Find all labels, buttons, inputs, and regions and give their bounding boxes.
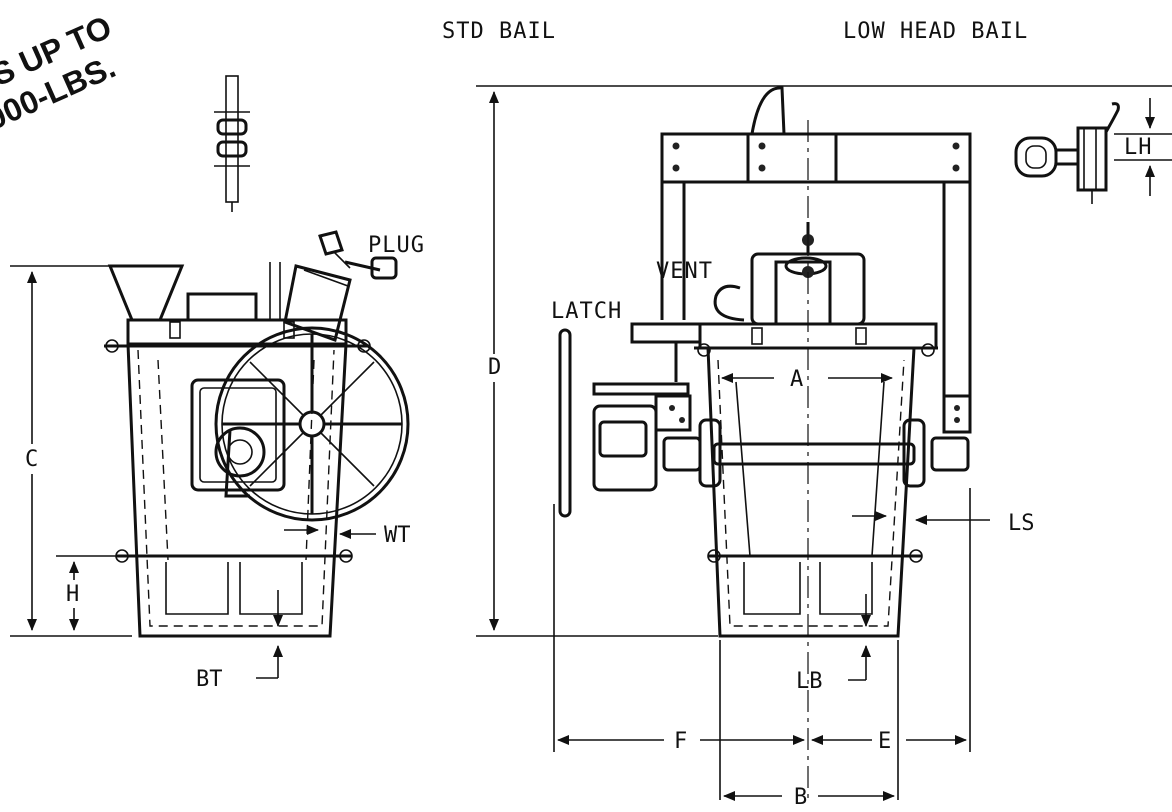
dimension-lh: LH [1114,98,1172,196]
dimension-ls: LS [852,511,1035,536]
dim-lh-label: LH [1124,135,1153,160]
dim-h-label: H [66,582,79,607]
plug-nut [318,230,344,256]
ladle-front-view [558,86,972,638]
handwheel-edge [558,328,572,518]
latch-label: LATCH [551,299,622,324]
dimension-lb: LB [796,594,871,694]
dimension-h: H [56,555,116,631]
vent-label: VENT [656,259,713,284]
dim-f-label: F [674,729,687,754]
dim-lb-label: LB [796,669,823,694]
pouring-spout [107,264,185,322]
dim-a-label: A [790,367,803,392]
ladle-side-view [104,230,410,638]
dim-b-label: B [794,785,807,810]
dimension-bt: BT [196,590,283,692]
low-head-bail-detail [1014,102,1120,204]
dim-ls-label: LS [1008,511,1035,536]
trunnion-axle [712,442,916,466]
dimension-b: B [723,785,895,810]
dimension-d: D [476,85,1172,637]
dimension-wt: WT [284,523,411,548]
bail-side-view [214,75,250,212]
handwheel [214,326,410,522]
dimension-a: A [721,367,893,392]
std-bail-header: STD BAIL [442,19,556,44]
bail-hook [750,86,786,135]
dim-c-label: C [25,447,38,472]
bail-crossbar [660,132,972,184]
dim-d-label: D [488,355,501,380]
low-head-bail-header: LOW HEAD BAIL [843,19,1028,44]
plug-label: PLUG [368,233,425,258]
dimension-c: C [10,265,132,637]
dim-wt-label: WT [384,523,411,548]
dimension-f-e: F E [553,488,971,800]
capacity-stamp: ES UP TO 0,000-LBS. [0,9,121,148]
plug [370,256,398,280]
dim-bt-label: BT [196,667,223,692]
dim-e-label: E [878,729,891,754]
